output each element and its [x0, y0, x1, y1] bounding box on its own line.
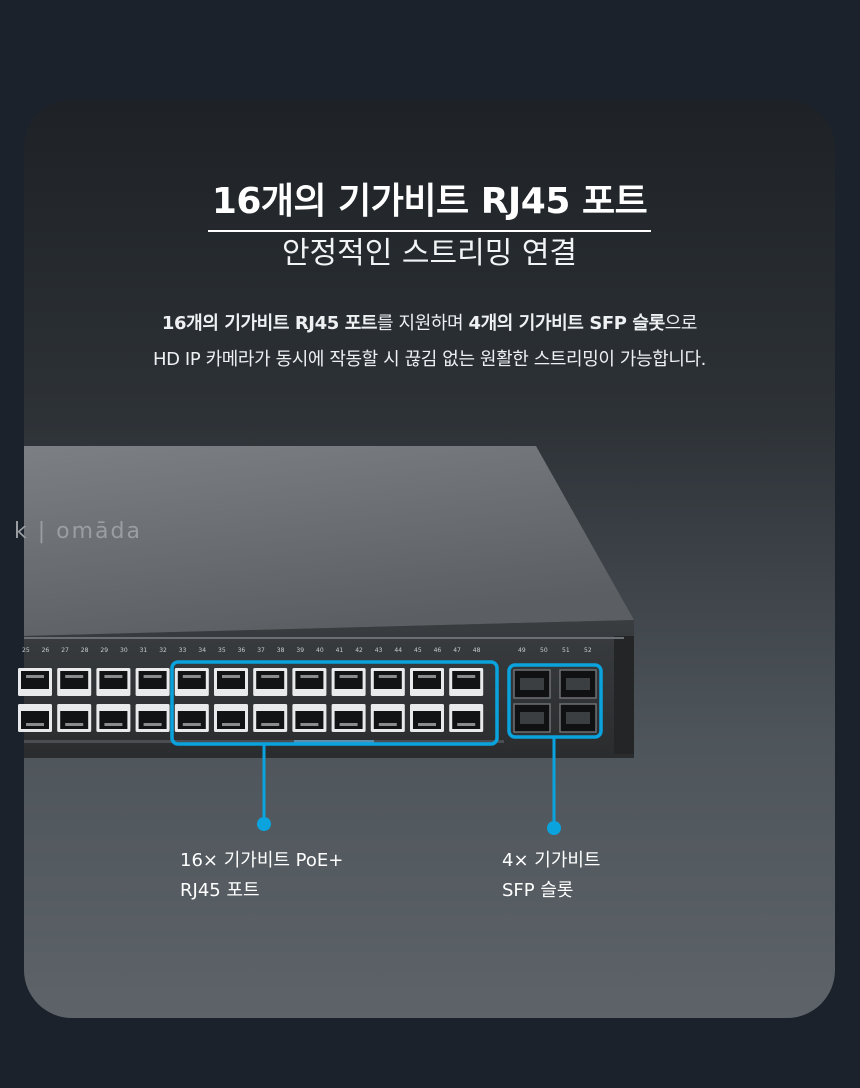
- brand-logo-text: k | omāda: [14, 519, 142, 544]
- port-number-48: 48: [473, 647, 481, 654]
- sfp-number-52: 52: [584, 647, 592, 654]
- rj45-port: [370, 704, 405, 732]
- port-number-47: 47: [453, 647, 461, 654]
- rj45-port-grid: [18, 668, 484, 732]
- rj45-highlight-box: [170, 660, 499, 746]
- rj45-port: [214, 668, 248, 696]
- title-text: 16개의 기가비트 RJ45 포트: [207, 172, 652, 232]
- rj45-port: [214, 704, 248, 732]
- rj45-port: [57, 704, 92, 732]
- sfp-callout-line2: SFP 슬롯: [502, 880, 574, 901]
- rj45-port: [292, 668, 327, 696]
- rj45-callout-line1: 16× 기가비트 PoE+: [180, 850, 344, 871]
- rj45-port: [96, 704, 131, 732]
- port-number-42: 42: [355, 647, 363, 654]
- port-number-40: 40: [316, 647, 324, 654]
- rj45-port: [331, 668, 366, 696]
- port-number-36: 36: [238, 647, 246, 654]
- sfp-number-51: 51: [562, 647, 570, 654]
- port-number-41: 41: [336, 647, 344, 654]
- switch-side-edge: [614, 636, 634, 754]
- rj45-port: [449, 704, 484, 732]
- rj45-port: [18, 704, 52, 732]
- sfp-callout-label: 4× 기가비트 SFP 슬롯: [502, 846, 601, 906]
- sfp-callout-dot: [547, 821, 561, 835]
- rj45-port: [57, 668, 92, 696]
- port-number-29: 29: [100, 647, 108, 654]
- sfp-slot-inner: [520, 712, 544, 724]
- port-number-46: 46: [434, 647, 442, 654]
- rj45-port: [449, 668, 484, 696]
- port-number-28: 28: [81, 647, 89, 654]
- rj45-port: [292, 704, 327, 732]
- rj45-port: [135, 668, 170, 696]
- port-number-37: 37: [257, 647, 265, 654]
- desc-bold-rj45: 16개의 기가비트 RJ45 포트: [161, 313, 378, 334]
- desc-text-a: 를 지원하며: [377, 313, 469, 334]
- sfp-callout-line1: 4× 기가비트: [502, 850, 601, 871]
- product-feature-card: 16개의 기가비트 RJ45 포트 안정적인 스트리밍 연결 16개의 기가비트…: [14, 100, 835, 1018]
- sfp-number-49: 49: [518, 647, 526, 654]
- sfp-slot-grid: 49 50 51 52: [513, 647, 597, 733]
- feature-description: 16개의 기가비트 RJ45 포트를 지원하며 4개의 기가비트 SFP 슬롯으…: [24, 306, 835, 378]
- rj45-port: [18, 668, 52, 696]
- desc-bold-sfp: 4개의 기가비트 SFP 슬롯: [468, 313, 666, 334]
- rj45-port: [174, 668, 209, 696]
- rj45-port: [96, 668, 131, 696]
- rj45-port: [370, 668, 405, 696]
- rj45-callout-label: 16× 기가비트 PoE+ RJ45 포트: [180, 846, 343, 906]
- rj45-port: [253, 704, 288, 732]
- description-line-2: HD IP 카메라가 동시에 작동할 시 끊김 없는 원활한 스트리밍이 가능합…: [153, 349, 706, 370]
- sfp-slot-inner: [566, 678, 590, 690]
- port-number-38: 38: [277, 647, 285, 654]
- port-number-30: 30: [120, 647, 128, 654]
- rj45-port: [410, 668, 444, 696]
- port-number-27: 27: [61, 647, 69, 654]
- network-switch-illustration: k | omāda 25 26 27 28 29 30 31 32 33 34 35 36 37 38 39…: [14, 446, 634, 835]
- page-title: 16개의 기가비트 RJ45 포트: [24, 172, 835, 232]
- switch-top-panel: [24, 446, 634, 636]
- sfp-slot-inner: [566, 712, 590, 724]
- port-number-32: 32: [159, 647, 167, 654]
- port-number-labels: 25 26 27 28 29 30 31 32 33 34 35 36 37 38 39 40 41 42 43 44…: [22, 647, 481, 654]
- description-line-1: 16개의 기가비트 RJ45 포트를 지원하며 4개의 기가비트 SFP 슬롯으…: [24, 306, 835, 342]
- sfp-number-50: 50: [540, 647, 548, 654]
- port-number-45: 45: [414, 647, 422, 654]
- rj45-callout-line2: RJ45 포트: [180, 880, 260, 901]
- port-number-44: 44: [394, 647, 402, 654]
- port-number-43: 43: [375, 647, 383, 654]
- rj45-port: [331, 704, 366, 732]
- rj45-callout-dot: [257, 817, 271, 831]
- rj45-port: [135, 704, 170, 732]
- port-number-35: 35: [218, 647, 226, 654]
- rj45-port: [253, 668, 288, 696]
- sfp-slot-inner: [520, 678, 544, 690]
- desc-text-b: 으로: [664, 313, 698, 334]
- port-number-25: 25: [22, 647, 30, 654]
- port-number-34: 34: [198, 647, 206, 654]
- port-number-33: 33: [179, 647, 187, 654]
- rj45-port: [410, 704, 444, 732]
- page-subtitle: 안정적인 스트리밍 연결: [281, 236, 578, 271]
- rj45-port: [174, 704, 209, 732]
- port-number-39: 39: [296, 647, 304, 654]
- port-number-31: 31: [140, 647, 148, 654]
- port-number-26: 26: [42, 647, 50, 654]
